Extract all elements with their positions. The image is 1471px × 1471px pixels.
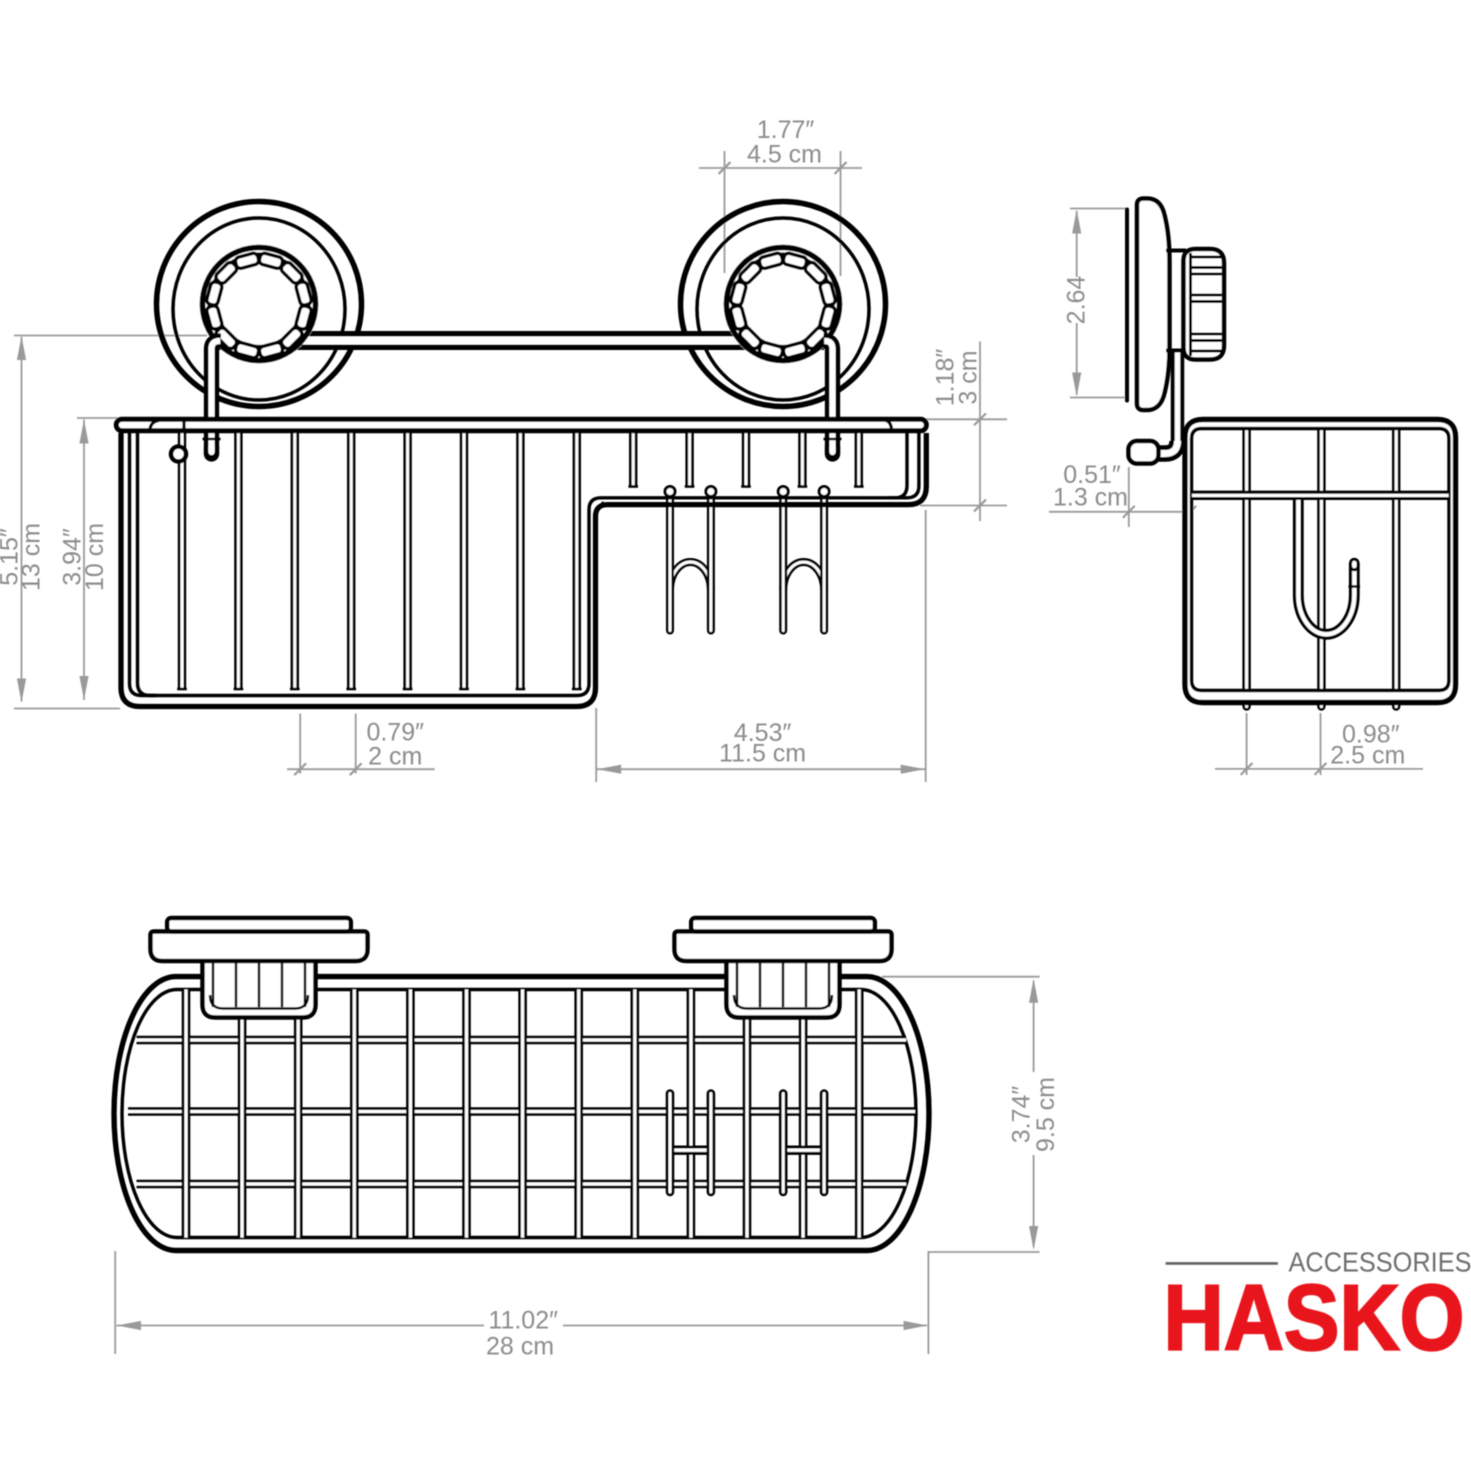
svg-text:2.64: 2.64 — [1063, 276, 1091, 325]
svg-text:10 cm: 10 cm — [81, 523, 109, 591]
svg-text:2 cm: 2 cm — [368, 743, 422, 771]
svg-text:11.5 cm: 11.5 cm — [719, 739, 806, 767]
svg-text:13 cm: 13 cm — [18, 523, 46, 591]
svg-text:1.77″: 1.77″ — [757, 116, 815, 144]
svg-text:0.98″: 0.98″ — [1342, 721, 1400, 749]
svg-text:ACCESSORIES: ACCESSORIES — [1289, 1247, 1471, 1278]
svg-text:0.79″: 0.79″ — [366, 719, 424, 747]
svg-text:4.53″: 4.53″ — [734, 719, 792, 747]
svg-text:11.02″: 11.02″ — [488, 1307, 558, 1335]
svg-text:2.5 cm: 2.5 cm — [1330, 742, 1405, 770]
svg-text:5.15″: 5.15″ — [0, 528, 24, 586]
svg-text:28 cm: 28 cm — [486, 1333, 554, 1361]
svg-text:3 cm: 3 cm — [955, 350, 983, 404]
svg-text:0.51″: 0.51″ — [1063, 461, 1121, 489]
svg-text:HASKO: HASKO — [1164, 1266, 1465, 1370]
svg-text:3.74″: 3.74″ — [1007, 1086, 1035, 1144]
svg-text:3.94″: 3.94″ — [59, 528, 87, 586]
svg-text:1.3 cm: 1.3 cm — [1053, 484, 1128, 512]
svg-text:1.18″: 1.18″ — [932, 349, 960, 407]
svg-text:9.5 cm: 9.5 cm — [1032, 1077, 1060, 1152]
svg-text:4.5 cm: 4.5 cm — [747, 141, 822, 169]
